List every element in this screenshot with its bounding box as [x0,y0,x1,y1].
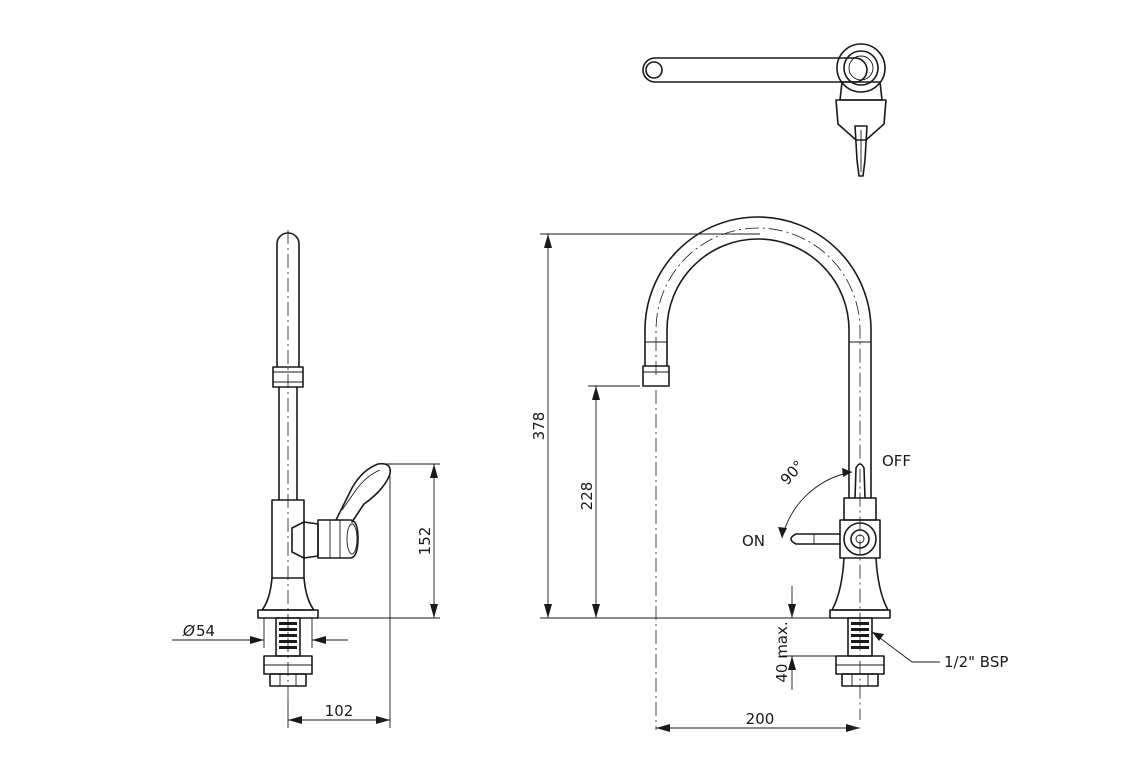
base-diameter-label: 54 [196,622,215,640]
outlet-height-label: 228 [578,482,596,511]
spout-reach-label: 200 [746,710,775,728]
max-mounting-label: 40 max. [773,621,791,682]
dimension-lines [172,233,940,732]
side-view [257,230,392,700]
side-thread [279,622,297,649]
on-label: ON [742,532,765,550]
base-diameter-symbol: Ø [182,622,196,640]
off-label: OFF [882,452,911,470]
front-thread [851,622,869,649]
overall-height-label: 378 [530,412,548,441]
front-view [642,216,891,730]
side-depth-label: 102 [325,702,354,720]
rotation-angle-label: 90° [777,457,808,489]
top-view [642,43,887,177]
lever-height-label: 152 [416,527,434,556]
thread-spec-label: 1/2" BSP [944,653,1008,671]
